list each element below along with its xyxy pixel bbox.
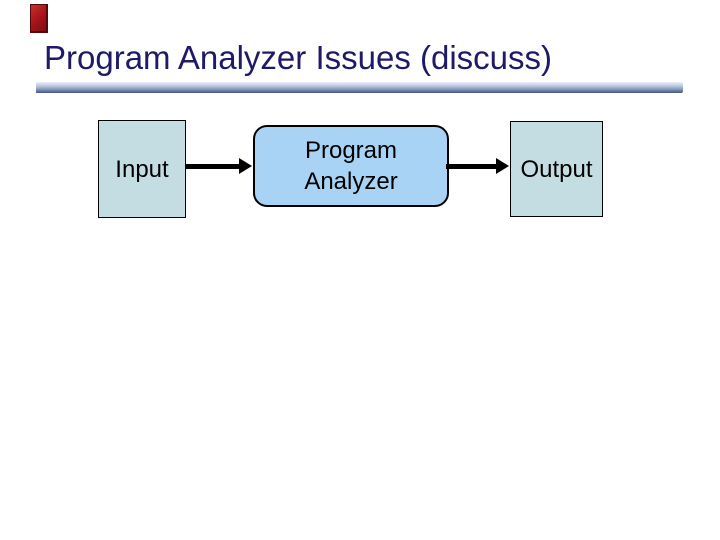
arrow-head-icon [496,158,509,174]
diagram-node-output: Output [510,121,603,217]
diagram-node-input: Input [98,120,186,218]
arrow-head-icon [239,158,252,174]
node-output-label: Output [520,155,593,183]
title-divider-rule [36,82,683,93]
node-analyzer-label: Program Analyzer [304,137,398,195]
node-input-label: Input [115,155,169,183]
slide-title: Program Analyzer Issues (discuss) [44,39,553,76]
arrow-shaft [446,164,497,169]
arrow-shaft [185,164,240,169]
diagram-node-program-analyzer: Program Analyzer [253,125,449,207]
red-accent-rectangle [30,4,48,33]
